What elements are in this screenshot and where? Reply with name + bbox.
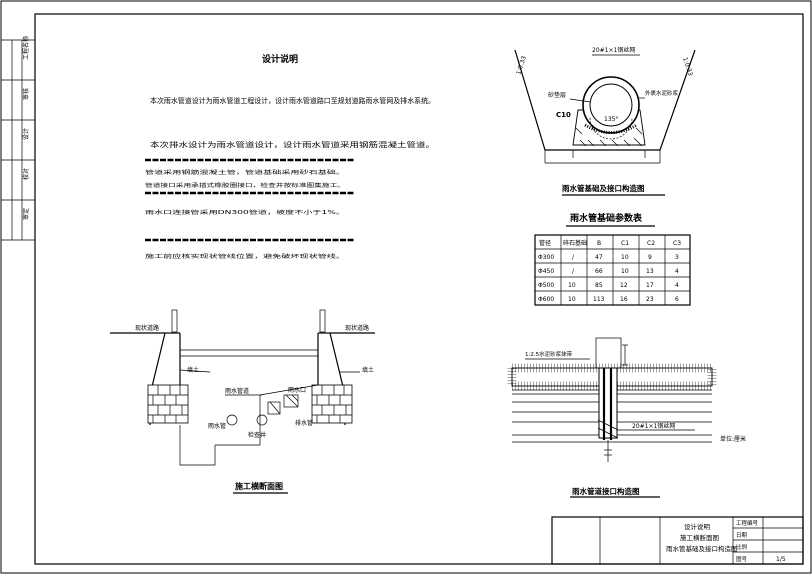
pipe-alt-label: 排水管 <box>295 419 313 427</box>
table-row: Φ450 / 66 10 13 4 <box>538 268 679 275</box>
tb-row-1: 工程编号 <box>736 519 759 527</box>
strip-label-4: 校对 <box>22 168 30 180</box>
design-note-3: 雨水口连接管采用DN300管道，坡度不小于1%。 <box>145 209 345 216</box>
table-cell: 3 <box>675 254 679 261</box>
design-notes-para2: 本次排水设计为雨水管道设计，设计雨水管道采用钢筋混凝土管道。 <box>150 140 435 149</box>
strip-label-2: 审核 <box>22 88 30 100</box>
fill-left-label: 填土 <box>187 366 199 374</box>
pipe-section-2 <box>256 414 268 426</box>
table-cell: 4 <box>675 268 679 275</box>
strip-label-5: 审定 <box>22 208 30 220</box>
design-notes-title: 设计说明 <box>262 53 298 65</box>
table-cell: 23 <box>646 296 654 303</box>
fill-right-label: 填土 <box>362 366 374 374</box>
table-header-4: C1 <box>621 240 629 247</box>
table-cell: 12 <box>620 282 628 289</box>
joint-detail-title: 雨水管道接口构造图 <box>572 486 640 496</box>
inner-frame <box>34 13 804 565</box>
table-cell: 13 <box>646 268 654 275</box>
design-note-2: 管道接口采用承插式橡胶圈接口，检查井按标准图集施工。 <box>145 182 345 189</box>
mesh-label: 20#1×1钢丝网 <box>592 46 635 54</box>
table-cell: 10 <box>568 296 576 303</box>
table-cell: 9 <box>648 254 652 261</box>
road-right-label: 现状道路 <box>345 324 369 332</box>
angle-label: 135° <box>604 116 618 123</box>
left-binding-strip: 工程名称 审核 设计 校对 审定 <box>1 36 35 241</box>
table-cell: Φ450 <box>538 268 554 275</box>
drawing-name-3: 雨水管基础及接口构造图 <box>666 544 738 553</box>
page-number: 1/5 <box>776 556 786 563</box>
drawing-name-2: 施工横断面图 <box>680 533 719 542</box>
table-cell: 6 <box>675 296 679 303</box>
drawing-name-1: 设计说明 <box>684 522 711 531</box>
joint-mesh-label: 20#1×1钢丝网 <box>632 422 675 430</box>
pipe-section-1 <box>226 414 238 426</box>
table-cell: 10 <box>621 268 629 275</box>
table-cell: 47 <box>595 254 603 261</box>
table-header-6: C3 <box>673 240 681 247</box>
table-header-2: 碎石基础 <box>563 239 587 247</box>
inlet-label: 雨水口 <box>288 386 306 394</box>
joint-layer-label: 1:2.5水泥砂浆抹带 <box>525 350 573 358</box>
cushion-label: 砂垫层 <box>548 91 566 99</box>
table-cell: 85 <box>595 282 603 289</box>
design-note-1: 管道采用钢筋混凝土管，管道基础采用砂石基础。 <box>145 169 345 176</box>
wrap-label: 外裹水泥砂浆 <box>645 89 679 97</box>
table-header-1: 管径 <box>539 239 551 247</box>
road-left-label: 现状道路 <box>135 324 159 332</box>
tb-row-2: 日期 <box>736 532 748 539</box>
well-label: 检查井 <box>248 431 266 439</box>
joint-detail: 1:2.5水泥砂浆抹带 20#1×1钢丝网 单位:厘米 雨水管道接口构造图 <box>507 337 746 498</box>
pipe-base-detail: 1:0.33 1:0.33 135° 20#1×1钢丝网 外裹水泥砂浆 砂垫层 … <box>514 46 696 196</box>
table-cell: 10 <box>621 254 629 261</box>
table-row: Φ500 10 85 12 17 4 <box>538 282 679 289</box>
param-table: 雨水管基础参数表 管径 碎石基础 B C1 C2 C3 Φ300 / 47 10… <box>534 212 691 306</box>
table-cell: Φ300 <box>538 254 554 261</box>
title-block: 设计说明 施工横断面图 雨水管基础及接口构造图 工程编号 日期 比例 图号 1/… <box>551 516 804 565</box>
concrete-label: C10 <box>556 111 571 119</box>
pipe-inner <box>589 83 633 127</box>
cross-section-title: 施工横断面图 <box>235 481 283 491</box>
strip-label-3: 设计 <box>22 128 30 140</box>
table-cell: / <box>572 254 575 261</box>
stone-masonry-left <box>147 384 189 424</box>
stone-masonry-right <box>311 384 353 424</box>
design-note-4: 施工前应核实现状管线位置，避免破坏现状管线。 <box>145 253 345 260</box>
table-cell: 10 <box>568 282 576 289</box>
table-row: Φ600 10 113 16 23 6 <box>538 296 679 303</box>
table-cell: 17 <box>646 282 654 289</box>
pipe-main-label: 雨水管 <box>208 422 226 430</box>
table-header-3: B <box>597 240 601 247</box>
table-cell: 66 <box>595 268 603 275</box>
table-cell: Φ600 <box>538 296 554 303</box>
unit-label: 单位:厘米 <box>720 435 746 443</box>
table-cell: Φ500 <box>538 282 554 289</box>
strip-label-1: 工程名称 <box>22 36 30 60</box>
cross-section-drawing: 现状道路 现状道路 填土 填土 <box>110 309 375 494</box>
table-cell: 113 <box>593 296 605 303</box>
table-cell: 4 <box>675 282 679 289</box>
design-notes: 设计说明 本次雨水管道设计为雨水管道工程设计，设计雨水管道路口至规划道路雨水管网… <box>145 53 435 260</box>
base-detail-title: 雨水管基础及接口构造图 <box>562 183 645 193</box>
table-row: Φ300 / 47 10 9 3 <box>538 254 679 261</box>
pipe-trench-label: 雨水管道 <box>225 387 249 395</box>
tb-row-3: 比例 <box>736 543 748 551</box>
param-table-title: 雨水管基础参数表 <box>570 212 643 224</box>
table-cell: / <box>572 268 575 275</box>
design-notes-para1: 本次雨水管道设计为雨水管道工程设计，设计雨水管道路口至规划道路雨水管网及排水系统… <box>150 96 435 105</box>
table-cell: 16 <box>620 296 628 303</box>
tb-row-4: 图号 <box>736 555 748 563</box>
table-header-5: C2 <box>647 240 655 247</box>
